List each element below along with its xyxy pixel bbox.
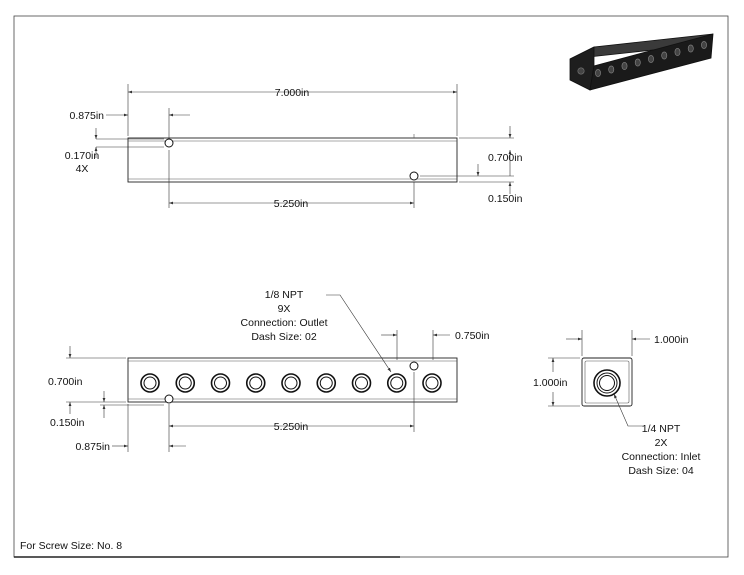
- dim-end-width: 1.000in: [654, 334, 689, 346]
- dim-pitch: 0.750in: [455, 330, 490, 342]
- outlet-port-count: 9X: [278, 303, 291, 315]
- iso-outlet-port: [687, 44, 694, 53]
- iso-inlet-port: [577, 67, 585, 75]
- outlet-ports: [140, 373, 442, 393]
- end-view: 1.000in 1.000in 1/4 NPT 2X Connection: I…: [533, 330, 700, 477]
- outlet-port-bore: [355, 376, 368, 390]
- top-view-body: [127, 137, 458, 183]
- dim-hole-from-bottom: 0.150in: [488, 193, 523, 205]
- dim-hole-offset: 0.875in: [70, 110, 105, 122]
- outlet-port-bore: [249, 376, 263, 390]
- iso-view: [569, 33, 714, 91]
- dim-front-hole-spacing: 5.250in: [274, 421, 309, 433]
- dim-overall-length: 7.000in: [275, 87, 310, 99]
- iso-outlet-port: [634, 58, 641, 67]
- inlet-port-connection: Connection: Inlet: [622, 451, 701, 463]
- outlet-port-bore: [143, 376, 157, 390]
- mounting-hole: [164, 394, 174, 404]
- iso-outlet-port: [701, 41, 707, 49]
- dim-hole-spacing: 5.250in: [274, 198, 309, 210]
- inlet-port-bore: [599, 375, 615, 391]
- iso-outlet-port: [595, 69, 601, 77]
- iso-outlet-port: [621, 62, 628, 70]
- mounting-hole: [409, 361, 419, 371]
- outlet-port-bore: [319, 376, 333, 390]
- dim-front-hole-offset: 0.875in: [76, 441, 111, 453]
- outlet-port-dash-size: Dash Size: 02: [251, 331, 317, 343]
- top-view: 7.000in 0.875in 0.170in 4X 5.250in 0.700…: [65, 84, 523, 210]
- front-view: 1/8 NPT 9X Connection: Outlet Dash Size:…: [48, 289, 490, 453]
- outlet-port-bore: [284, 376, 298, 390]
- sheet-border: [13, 15, 729, 558]
- dim-front-hole-height: 0.150in: [50, 417, 85, 429]
- iso-outlet-port: [674, 48, 681, 56]
- mounting-hole: [164, 138, 174, 148]
- mounting-hole: [409, 171, 419, 181]
- outlet-port-bore: [178, 376, 192, 390]
- inlet-port-count: 2X: [655, 437, 668, 449]
- dim-hole-from-top: 0.700in: [488, 152, 523, 164]
- inlet-port-type: 1/4 NPT: [642, 423, 681, 435]
- iso-outlet-port: [661, 51, 668, 60]
- outlet-port-bore: [390, 376, 404, 390]
- outlet-port-bore: [214, 376, 227, 390]
- dim-front-height: 0.700in: [48, 376, 83, 388]
- iso-outlet-port: [608, 65, 615, 74]
- inlet-leader: [613, 393, 643, 427]
- iso-outlet-port: [648, 55, 654, 63]
- outlet-port-type: 1/8 NPT: [265, 289, 304, 301]
- dim-hole-count: 4X: [76, 163, 89, 175]
- outlet-port-connection: Connection: Outlet: [241, 317, 328, 329]
- outlet-leader: [326, 294, 392, 373]
- iso-ports: [595, 41, 707, 77]
- dim-hole-diameter: 0.170in: [65, 150, 100, 162]
- dim-end-height: 1.000in: [533, 377, 568, 389]
- footer-note: For Screw Size: No. 8: [20, 540, 122, 552]
- inlet-port-dash-size: Dash Size: 04: [628, 465, 694, 477]
- outlet-port-bore: [425, 376, 439, 390]
